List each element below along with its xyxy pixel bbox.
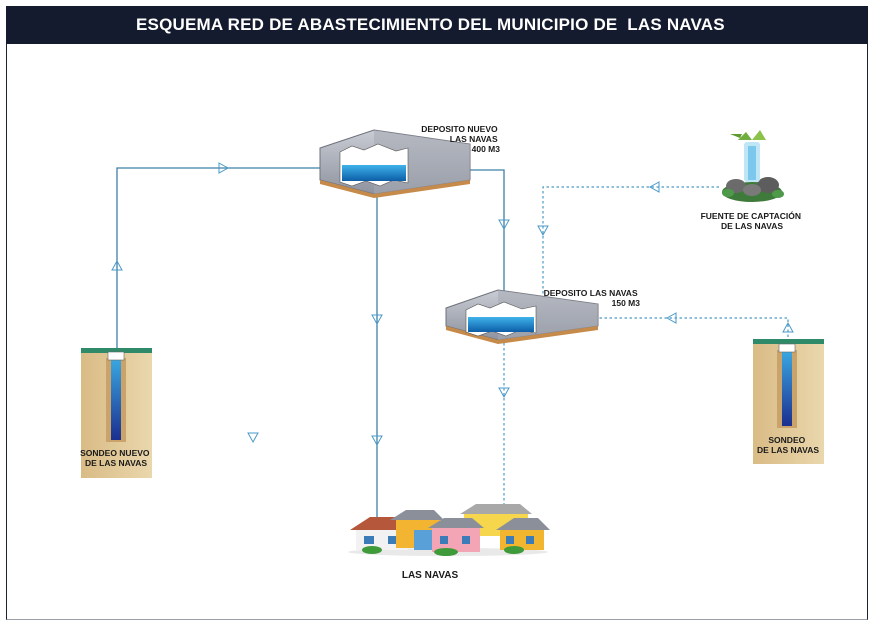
label-fuente-l1: FUENTE DE CAPTACIÓN [701, 210, 801, 221]
label-deposito-navas-l1: DEPOSITO LAS NAVAS [544, 288, 638, 298]
pipe-sondeo-nuevo-to-deposito-nuevo [116, 167, 322, 348]
page-frame [6, 6, 868, 620]
tank-deposito-nuevo [319, 129, 471, 198]
label-sondeo-nuevo: SONDEO NUEVO DE LAS NAVAS [80, 448, 152, 468]
label-sondeo-l2: DE LAS NAVAS [757, 445, 819, 455]
arrow-left-sondeo [665, 312, 677, 324]
pipe-sondeo-to-deposito-navas [598, 317, 789, 342]
arrow-up-sondeo-nuevo [111, 259, 123, 271]
arrow-down-deposito-nuevo-right [498, 219, 510, 231]
arrow-down-fuente [537, 225, 549, 237]
pipe-deposito-nuevo-to-deposito-navas [470, 169, 505, 292]
label-deposito-nuevo-l2: LAS NAVAS [450, 134, 498, 144]
arrow-up-sondeo [782, 321, 794, 333]
page-title: ESQUEMA RED DE ABASTECIMIENTO DEL MUNICI… [136, 15, 725, 34]
arrow-down-navas [498, 387, 510, 399]
label-pueblo: LAS NAVAS [402, 570, 459, 581]
label-deposito-nuevo-l3: 400 M3 [472, 144, 501, 154]
label-fuente-l2: DE LAS NAVAS [721, 221, 783, 231]
label-sondeo: SONDEO DE LAS NAVAS [757, 435, 819, 455]
tank-deposito-las-navas [445, 289, 599, 344]
arrow-down-main-1 [371, 314, 383, 326]
arrow-left-fuente [648, 181, 660, 193]
label-deposito-navas-l2: 150 M3 [612, 298, 641, 308]
town-houses-icon [348, 504, 550, 556]
well-sondeo [753, 339, 824, 464]
label-sondeo-l1: SONDEO [768, 435, 805, 445]
arrow-down-stray [247, 432, 259, 444]
label-sondeo-nuevo-l1: SONDEO NUEVO [80, 448, 150, 458]
well-sondeo-nuevo [81, 348, 152, 478]
label-sondeo-nuevo-l2: DE LAS NAVAS [85, 458, 147, 468]
dotted-pipes [503, 186, 789, 506]
flow-arrows [111, 162, 794, 447]
title-bar: ESQUEMA RED DE ABASTECIMIENTO DEL MUNICI… [6, 6, 868, 44]
solid-pipes [116, 167, 505, 517]
label-deposito-las-navas: DEPOSITO LAS NAVAS 150 M3 [544, 288, 641, 308]
arrow-right-top [218, 162, 230, 174]
label-deposito-nuevo: DEPOSITO NUEVO LAS NAVAS 400 M3 [421, 124, 500, 154]
spring-fuente-icon [722, 130, 784, 202]
pipe-fuente-to-deposito-navas [542, 186, 719, 295]
label-fuente: FUENTE DE CAPTACIÓN DE LAS NAVAS [701, 210, 804, 231]
label-deposito-nuevo-l1: DEPOSITO NUEVO [421, 124, 498, 134]
arrow-down-main-2 [371, 435, 383, 447]
